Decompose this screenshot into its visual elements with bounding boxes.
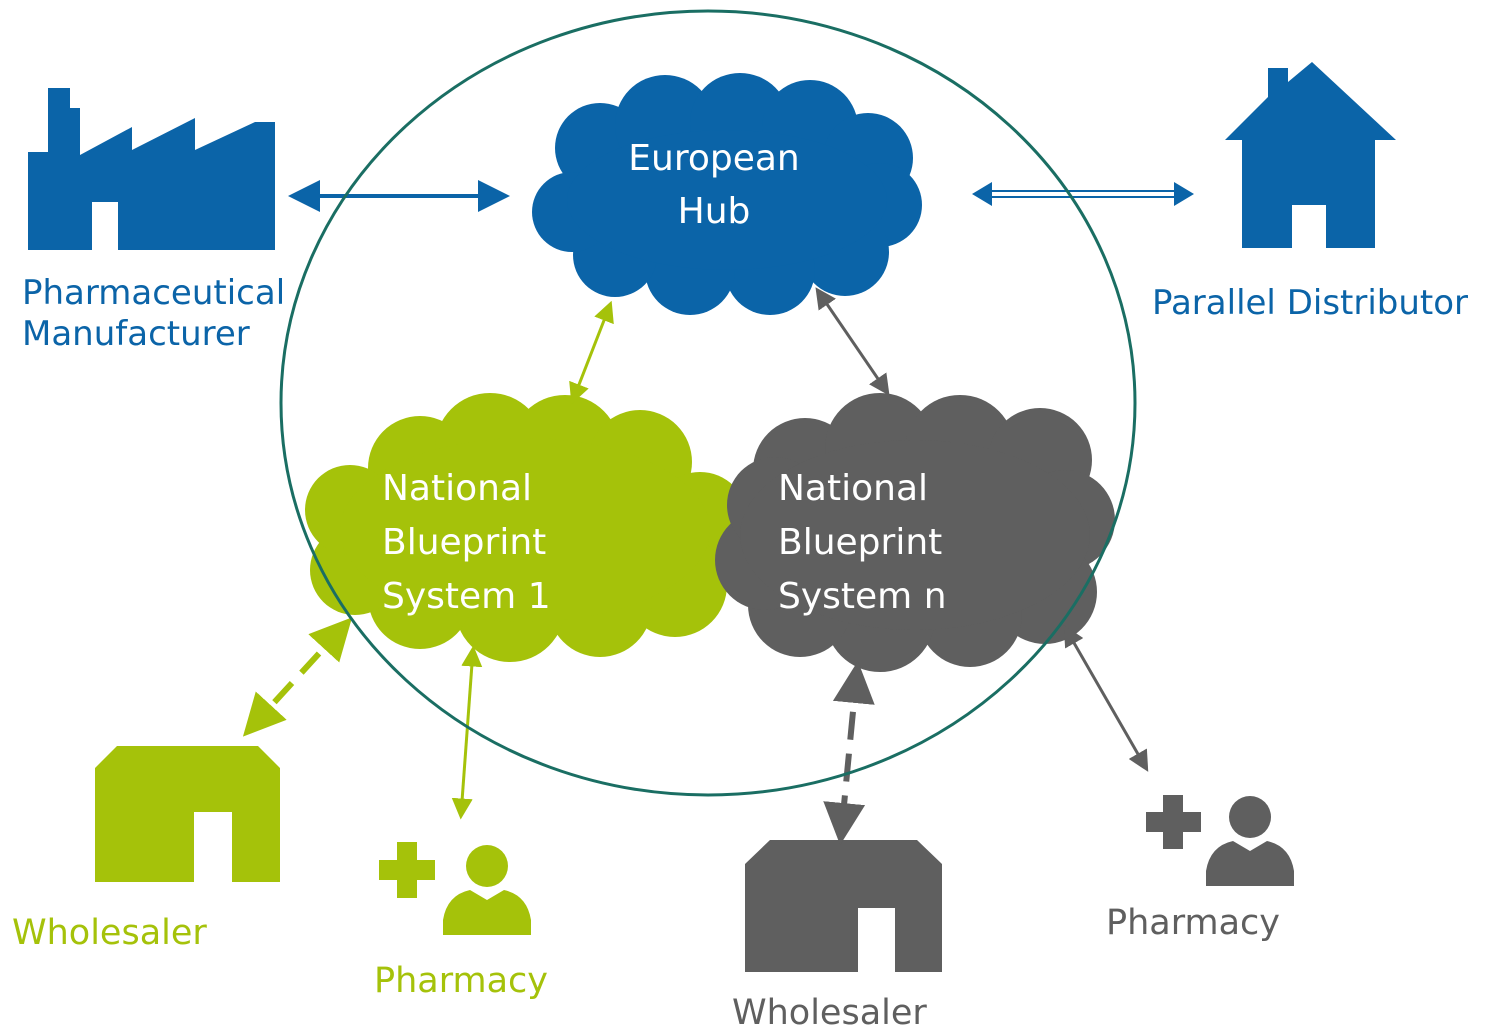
nbs-1-label-line-2: Blueprint [382,522,547,563]
warehouse-icon-green [95,746,280,882]
manufacturer-label-line-2: Manufacturer [22,314,250,355]
nbs-n-label-line-3: System n [778,576,947,617]
nbs-1-label-line-3: System 1 [382,576,551,617]
pharmacy-icon-gray [1146,795,1294,886]
arrow-nbs-1-pharmacy [451,645,483,820]
nbs-n-label-line-2: Blueprint [778,522,943,563]
arrow-hub-nbs-n [815,287,890,396]
manufacturer-label: Pharmaceutical Manufacturer [22,273,285,356]
arrow-distributor-hub [972,182,1194,206]
pharmacy-green-label: Pharmacy [374,961,549,1001]
nbs-n-label-line-1: National [778,468,929,509]
nbs-1-label-line-1: National [382,468,533,509]
arrow-nbs-1-wholesaler [242,617,353,737]
european-hub-label-line-2: Hub [677,191,751,233]
cloud-nbs-1 [305,393,748,662]
arrow-hub-nbs-1 [569,300,614,405]
parallel-distributor-label: Parallel Distributor [1152,283,1469,323]
manufacturer-label-line-1: Pharmaceutical [22,273,286,313]
wholesaler-green-label: Wholesaler [12,913,207,953]
wholesaler-gray-label: Wholesaler [732,993,927,1033]
pharmacy-icon-green [379,842,531,935]
cloud-european-hub [532,73,922,315]
factory-icon [28,88,275,250]
nbs-1-label: National Blueprint System 1 [382,462,551,624]
arrow-nbs-n-wholesaler [823,661,875,845]
system-boundary-circle [279,9,1137,797]
pharmacy-gray-label: Pharmacy [1106,903,1281,943]
nbs-n-label: National Blueprint System n [778,462,947,624]
cloud-nbs-n [715,393,1115,672]
warehouse-icon-gray [745,840,942,972]
european-hub-label-line-1: European [628,138,800,179]
arrow-nbs-n-pharmacy [1063,625,1149,772]
european-hub-label: European Hub [614,132,814,239]
house-icon [1225,62,1396,248]
